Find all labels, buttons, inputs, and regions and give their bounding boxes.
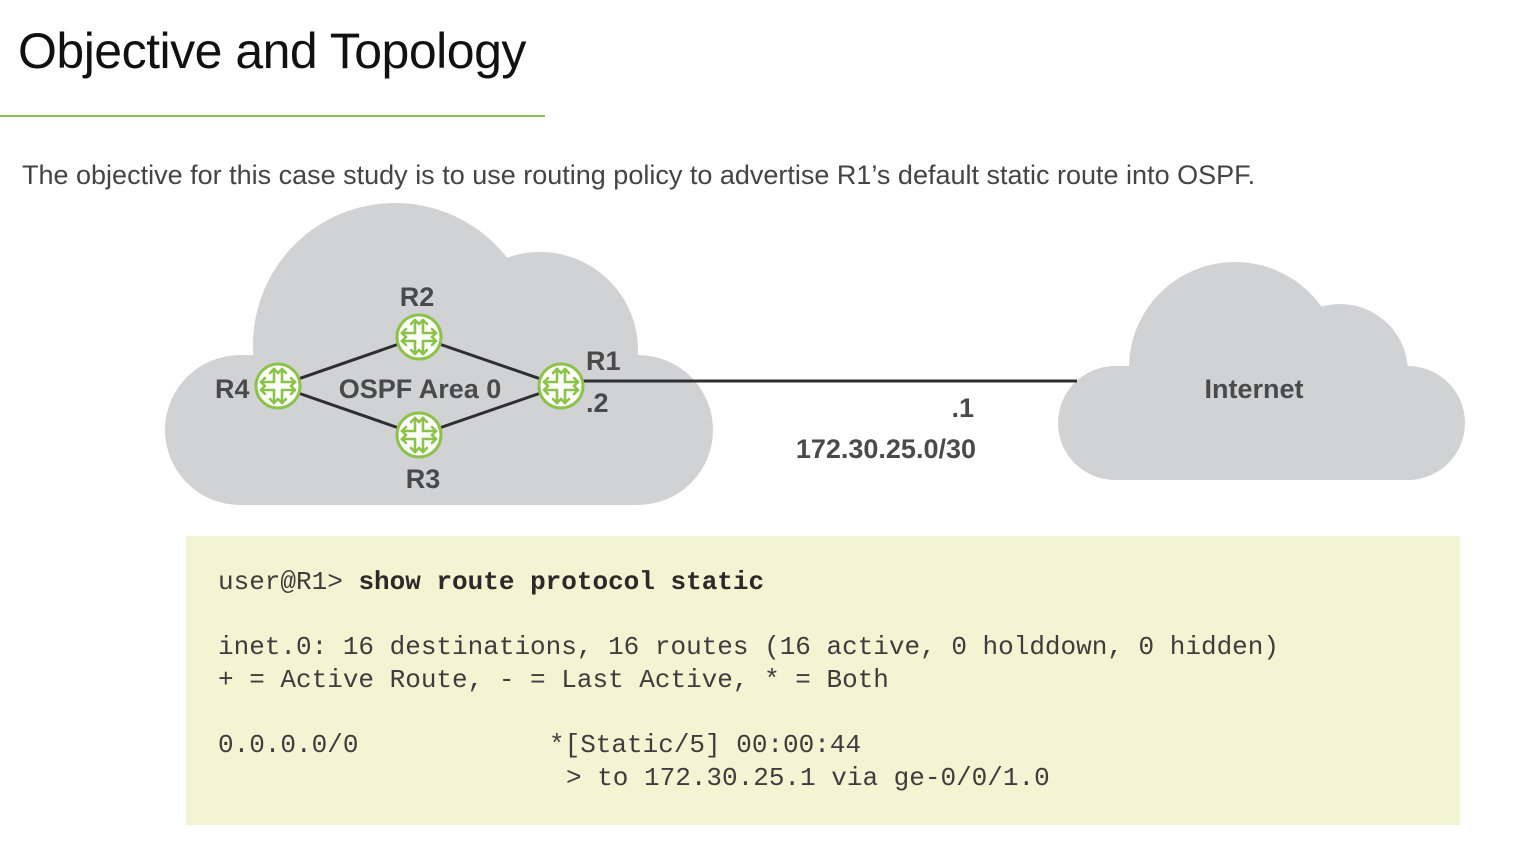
link-subnet-label: 172.30.25.0/30 <box>796 434 976 464</box>
cli-next-hop: > to 172.30.25.1 via ge-0/0/1.0 <box>566 763 1050 793</box>
router-r3-label: R3 <box>406 464 441 494</box>
cli-table-summary: inet.0: 16 destinations, 16 routes (16 a… <box>218 632 1279 662</box>
cli-legend: + = Active Route, - = Last Active, * = B… <box>218 665 889 695</box>
cli-command: show route protocol static <box>358 567 765 597</box>
link-r4-r3 <box>277 384 420 437</box>
router-r2-label: R2 <box>400 282 435 312</box>
link-r4-r2 <box>277 335 420 388</box>
cli-next-hop-line: > to 172.30.25.1 via ge-0/0/1.0 <box>218 762 1460 795</box>
router-r1-label: R1 <box>586 346 621 376</box>
internet-host-address: .1 <box>951 393 974 423</box>
page-title: Objective and Topology <box>18 23 526 79</box>
cli-command-line: user@R1> show route protocol static <box>218 566 1460 599</box>
cli-output-box: user@R1> show route protocol static inet.… <box>186 536 1460 825</box>
cli-route-line: 0.0.0.0/0 *[Static/5] 00:00:44 <box>218 729 1460 762</box>
cli-route-prefix: 0.0.0.0/0 <box>218 730 359 760</box>
router-r2-icon <box>395 313 443 361</box>
internet-label: Internet <box>1204 374 1303 404</box>
title-underline <box>0 115 545 117</box>
r1-host-address: .2 <box>586 388 609 418</box>
link-r3-r1 <box>418 384 562 437</box>
cli-prompt: user@R1> <box>218 567 359 597</box>
ospf-cloud <box>165 203 713 505</box>
objective-text: The objective for this case study is to … <box>22 160 1256 190</box>
internet-cloud <box>1058 262 1465 480</box>
link-r2-r1 <box>418 335 562 388</box>
router-r4-icon <box>254 362 302 410</box>
ospf-area-label: OSPF Area 0 <box>339 374 502 404</box>
router-r4-label: R4 <box>215 374 250 404</box>
cli-route-entry: *[Static/5] 00:00:44 <box>549 730 862 760</box>
network-topology-diagram: R2 R3 R4 R1 .2 OSPF Area 0 Internet .1 1… <box>165 203 1465 505</box>
router-r1-icon <box>537 362 585 410</box>
router-r3-icon <box>395 411 443 459</box>
ospf-links <box>277 335 562 437</box>
